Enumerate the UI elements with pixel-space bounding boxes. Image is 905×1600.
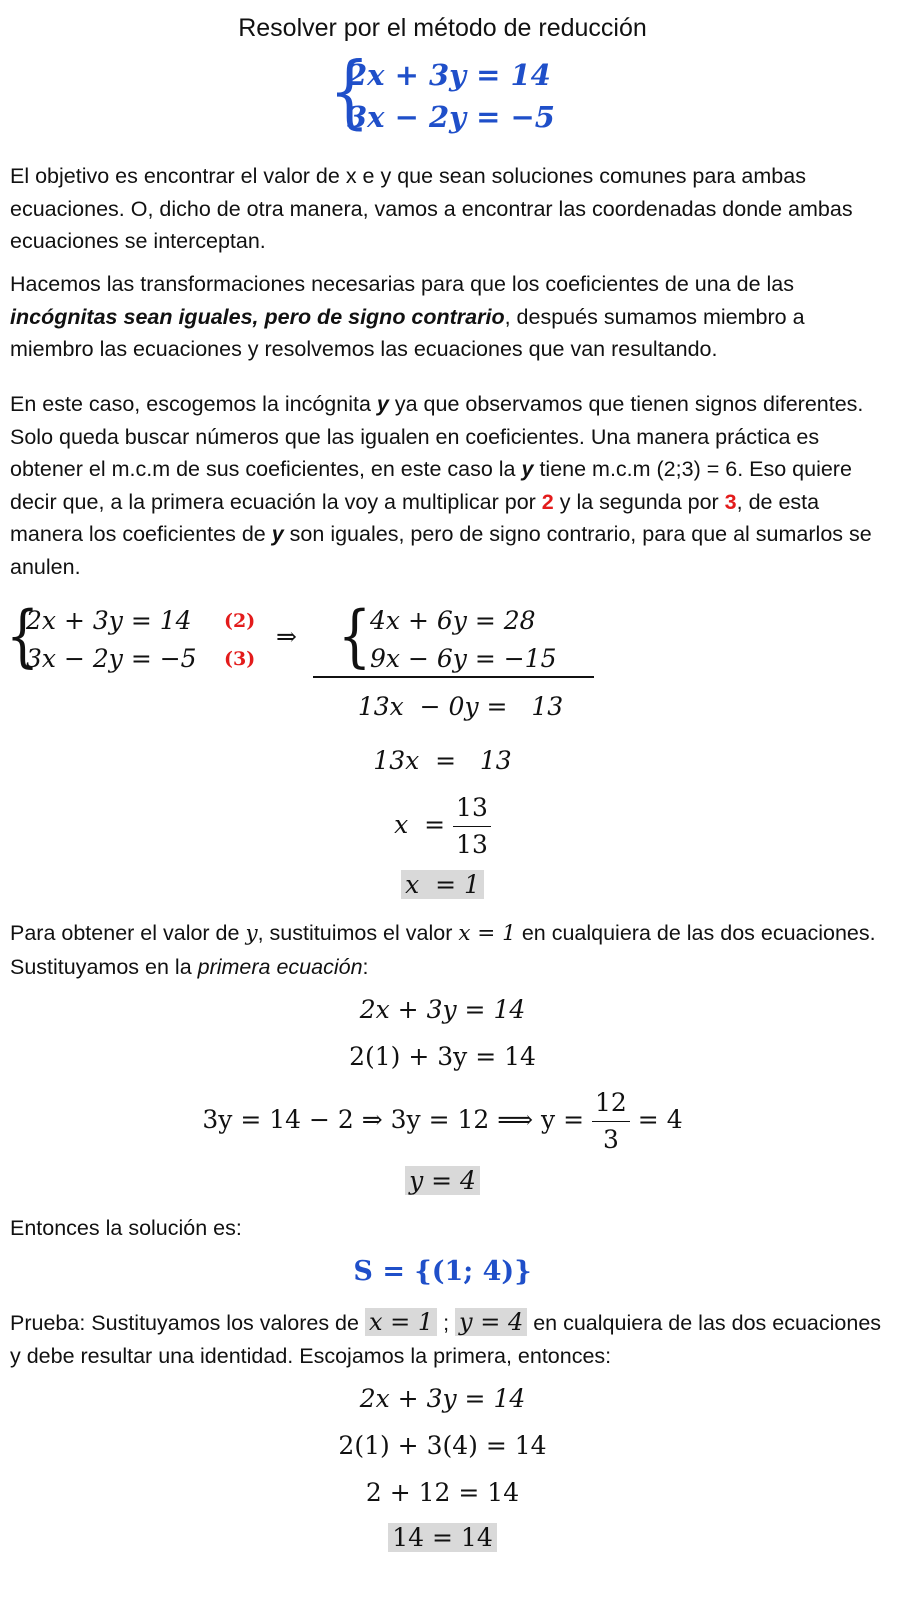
result-y: y = 4 (405, 1166, 480, 1195)
result-y-row: y = 4 (0, 1166, 885, 1195)
text: : (362, 954, 369, 979)
proof-line-2: 2(1) + 3(4) = 14 (338, 1431, 547, 1460)
proof-identity: 14 = 14 (388, 1523, 497, 1552)
original-equation-1: 2x + 3y = 14 (26, 606, 192, 635)
numerator: 13 (453, 790, 491, 827)
text: Para obtener el valor de (10, 921, 246, 945)
proof-line-3: 2 + 12 = 14 (365, 1478, 520, 1507)
var-y: y (271, 522, 284, 546)
text: Prueba: Sustituyamos los valores de (10, 1311, 365, 1335)
paragraph-substitution: Para obtener el valor de y, sustituimos … (10, 917, 885, 983)
multiplier-3: 3 (724, 489, 737, 514)
solution-set: S = {(1; 4)} (353, 1256, 532, 1287)
text: en cualquiera de las dos ecuaciones y de… (10, 1311, 882, 1368)
text: tiene m.c.m (2;3) = 6. Eso quiere decir … (10, 457, 852, 514)
text: , después sumamos miembro a miembro las … (10, 304, 805, 362)
text: x = (394, 810, 446, 839)
var-y: y (245, 921, 258, 946)
multiplier-2: 2 (541, 489, 554, 514)
original-equation-2: 3x − 2y = −5 (26, 644, 197, 673)
page-title: Resolver por el método de reducción (238, 14, 647, 42)
proof-line-1: 2x + 3y = 14 (359, 1384, 526, 1413)
text: = 4 (637, 1105, 683, 1134)
text: son iguales, pero de signo contrario, pa… (10, 522, 872, 579)
text: 3y = 14 − 2 ⇒ 3y = 12 ⟹ y = (202, 1105, 585, 1134)
sum-result: 13x − 0y = 13 (357, 692, 564, 721)
subst-line-1: 2x + 3y = 14 (359, 995, 526, 1024)
text: En este caso, escogemos la incógnita (10, 392, 377, 416)
paragraph-objective: El objetivo es encontrar el valor de x e… (10, 164, 853, 253)
left-brace: { (329, 45, 370, 139)
text: Hacemos las transformaciones necesarias … (10, 272, 794, 296)
multiplied-equation-2: 9x − 6y = −15 (370, 644, 557, 673)
subst-line-2: 2(1) + 3y = 14 (349, 1042, 536, 1071)
text: ya que observamos que tienen signos dife… (10, 392, 864, 481)
emphasis-text: incógnitas sean iguales, pero de signo c… (10, 304, 505, 329)
numerator: 12 (592, 1085, 630, 1122)
text: , sustituimos el valor (257, 921, 459, 945)
inline-x-value: x = 1 (364, 1308, 438, 1336)
result-x: x = 1 (401, 870, 484, 899)
implies-arrow: ⇒ (276, 622, 297, 651)
left-brace: { (6, 597, 40, 676)
text: , de esta manera los coeficientes de (10, 489, 820, 547)
inline-y-value: y = 4 (455, 1308, 528, 1336)
var-y: y (521, 457, 534, 481)
system-equation-2: 3x − 2y = −5 (347, 100, 555, 134)
step-13x: 13x = 13 (373, 746, 512, 775)
sum-line (313, 676, 594, 678)
multiplied-equation-1: 4x + 6y = 28 (370, 606, 536, 635)
system-equation-1: 2x + 3y = 14 (347, 58, 551, 92)
text: y la segunda por (553, 489, 725, 514)
text: en cualquiera de las dos ecuaciones. Sus… (10, 921, 876, 979)
paragraph-method: Hacemos las transformaciones necesarias … (10, 268, 885, 366)
right-brace: { (338, 597, 372, 676)
inline-x-value: x = 1 (458, 921, 516, 946)
text: ; (437, 1311, 456, 1335)
denominator: 13 (456, 830, 488, 859)
result-x-row: x = 1 (0, 870, 885, 899)
denominator: 3 (602, 1125, 619, 1154)
paragraph-solution-intro: Entonces la solución es: (10, 1216, 242, 1240)
multiplier-label-2: (3) (224, 648, 256, 670)
proof-result-row: 14 = 14 (0, 1523, 885, 1552)
emphasis-text: primera ecuación (197, 954, 363, 979)
paragraph-proof: Prueba: Sustituyamos los valores de x = … (10, 1306, 885, 1372)
paragraph-choice: En este caso, escogemos la incógnita y y… (10, 388, 885, 583)
var-y: y (376, 392, 389, 416)
multiplier-label-1: (2) (224, 610, 256, 632)
